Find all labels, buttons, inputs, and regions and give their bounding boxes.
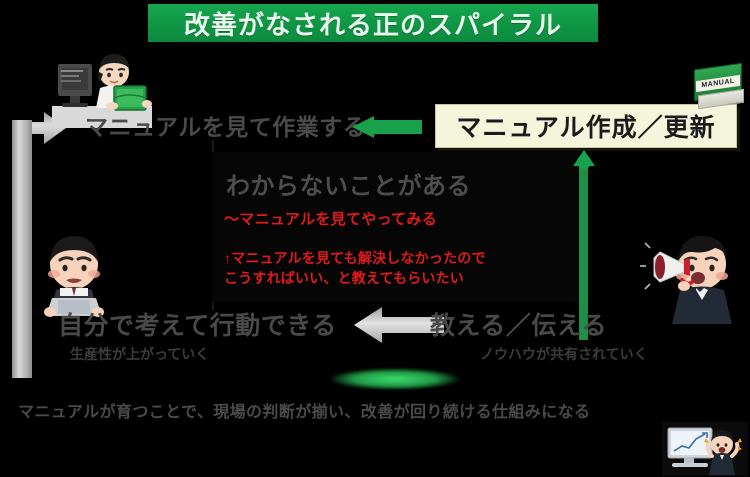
manual-box-label: マニュアル作成／更新 bbox=[456, 114, 716, 142]
bottom-left-sub: 生産性が上がっていく bbox=[70, 346, 210, 362]
bottom-caption: マニュアルが育つことで、現場の判断が揃い、改善が回り続ける仕組みになる bbox=[18, 404, 591, 421]
center-red-line-2a: ↑マニュアルを見ても解決しなかったので bbox=[224, 250, 486, 266]
illustration-celebrating-person bbox=[662, 422, 748, 476]
illustration-frustrated-person bbox=[24, 228, 124, 328]
bottom-left-heading: 自分で考えて行動できる bbox=[58, 312, 337, 340]
green-up-arrow bbox=[572, 150, 596, 340]
center-heading: わからないことがある bbox=[226, 173, 471, 200]
manual-create-update-box: マニュアル作成／更新 bbox=[435, 104, 737, 148]
top-left-label: マニュアルを見て作業する bbox=[85, 114, 367, 140]
manual-book-icon: MANUAL bbox=[690, 62, 746, 110]
gray-left-arrow bbox=[352, 305, 444, 345]
page-title: 改善がなされる正のスパイラル bbox=[183, 9, 562, 40]
illustration-person-with-megaphone bbox=[640, 228, 744, 328]
bottom-right-sub: ノウハウが共有されていく bbox=[480, 346, 648, 362]
center-red-line-2b: こうすればいい、と教えてもらいたい bbox=[224, 270, 464, 287]
center-red-line-1: 〜マニュアルを見てやってみる bbox=[224, 211, 438, 228]
bottom-right-heading: 教える／伝える bbox=[430, 312, 608, 340]
green-left-arrow bbox=[352, 116, 422, 138]
green-glow-ellipse bbox=[330, 368, 460, 390]
center-red-line-2: ↑マニュアルを見ても解決しなかったので こうすればいい、と教えてもらいたい bbox=[224, 248, 586, 289]
illustration-person-at-desktop bbox=[52, 46, 152, 134]
center-panel: わからないことがある 〜マニュアルを見てやってみる ↑マニュアルを見ても解決しな… bbox=[212, 152, 592, 302]
title-banner: 改善がなされる正のスパイラル bbox=[148, 4, 598, 42]
